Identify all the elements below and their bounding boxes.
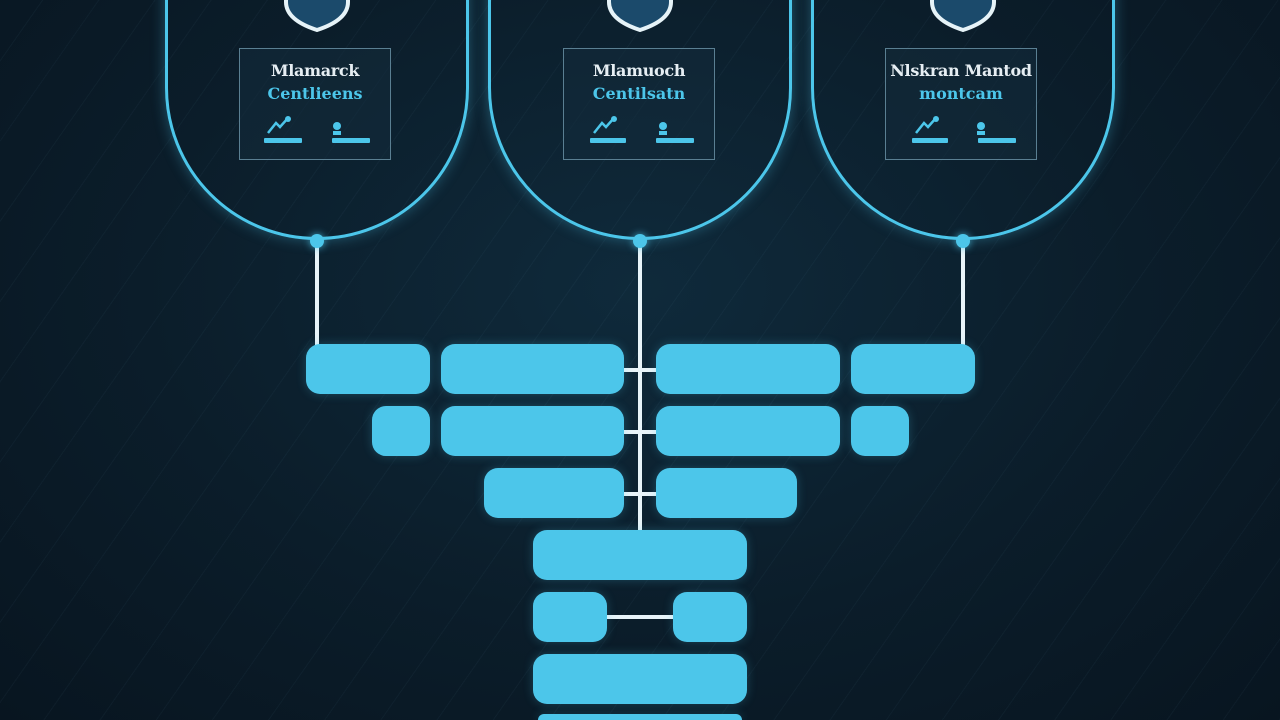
funnel-block	[372, 406, 430, 456]
funnel-block	[484, 468, 624, 518]
funnel-block	[673, 592, 747, 642]
pod-card-center: Mlamuoch Centilsatn	[563, 48, 715, 160]
user-icon	[659, 122, 667, 135]
funnel-block	[656, 468, 797, 518]
funnel-block	[533, 592, 607, 642]
funnel-block	[656, 344, 840, 394]
metric-bar	[978, 138, 1016, 143]
pod-icons-right	[886, 116, 1036, 143]
funnel-block	[533, 654, 747, 704]
pod-title-right: Nlskran Mantod	[890, 61, 1032, 80]
pod-card-right: Nlskran Mantod montcam	[885, 48, 1037, 160]
chart-icon	[593, 116, 617, 134]
pod-subtitle-right: montcam	[919, 84, 1003, 103]
shield-icon	[284, 0, 350, 32]
pod-subtitle-center: Centilsatn	[592, 84, 686, 103]
metric-bar	[912, 138, 948, 143]
node-dot-right	[956, 234, 970, 248]
shield-icon	[607, 0, 673, 32]
funnel-block	[538, 714, 742, 720]
metric-bar	[590, 138, 626, 143]
funnel-block	[851, 344, 975, 394]
user-icon	[977, 122, 985, 135]
pod-subtitle-left: Centlieens	[267, 84, 363, 103]
pod-title-left: Mlamarck	[270, 61, 360, 80]
chart-icon	[267, 116, 291, 134]
funnel-block	[533, 530, 747, 580]
pod-icons-center	[564, 116, 714, 143]
funnel-block	[441, 344, 624, 394]
funnel-block	[656, 406, 840, 456]
metric-bar	[332, 138, 370, 143]
user-icon	[333, 122, 341, 135]
node-dot-center	[633, 234, 647, 248]
shield-icon	[930, 0, 996, 32]
chart-icon	[915, 116, 939, 134]
metric-bar	[264, 138, 302, 143]
funnel-block	[306, 344, 430, 394]
pod-icons-left	[240, 116, 390, 143]
funnel-block	[851, 406, 909, 456]
funnel-block	[441, 406, 624, 456]
pod-title-center: Mlamuoch	[592, 61, 686, 80]
node-dot-left	[310, 234, 324, 248]
pod-card-left: Mlamarck Centlieens	[239, 48, 391, 160]
metric-bar	[656, 138, 694, 143]
